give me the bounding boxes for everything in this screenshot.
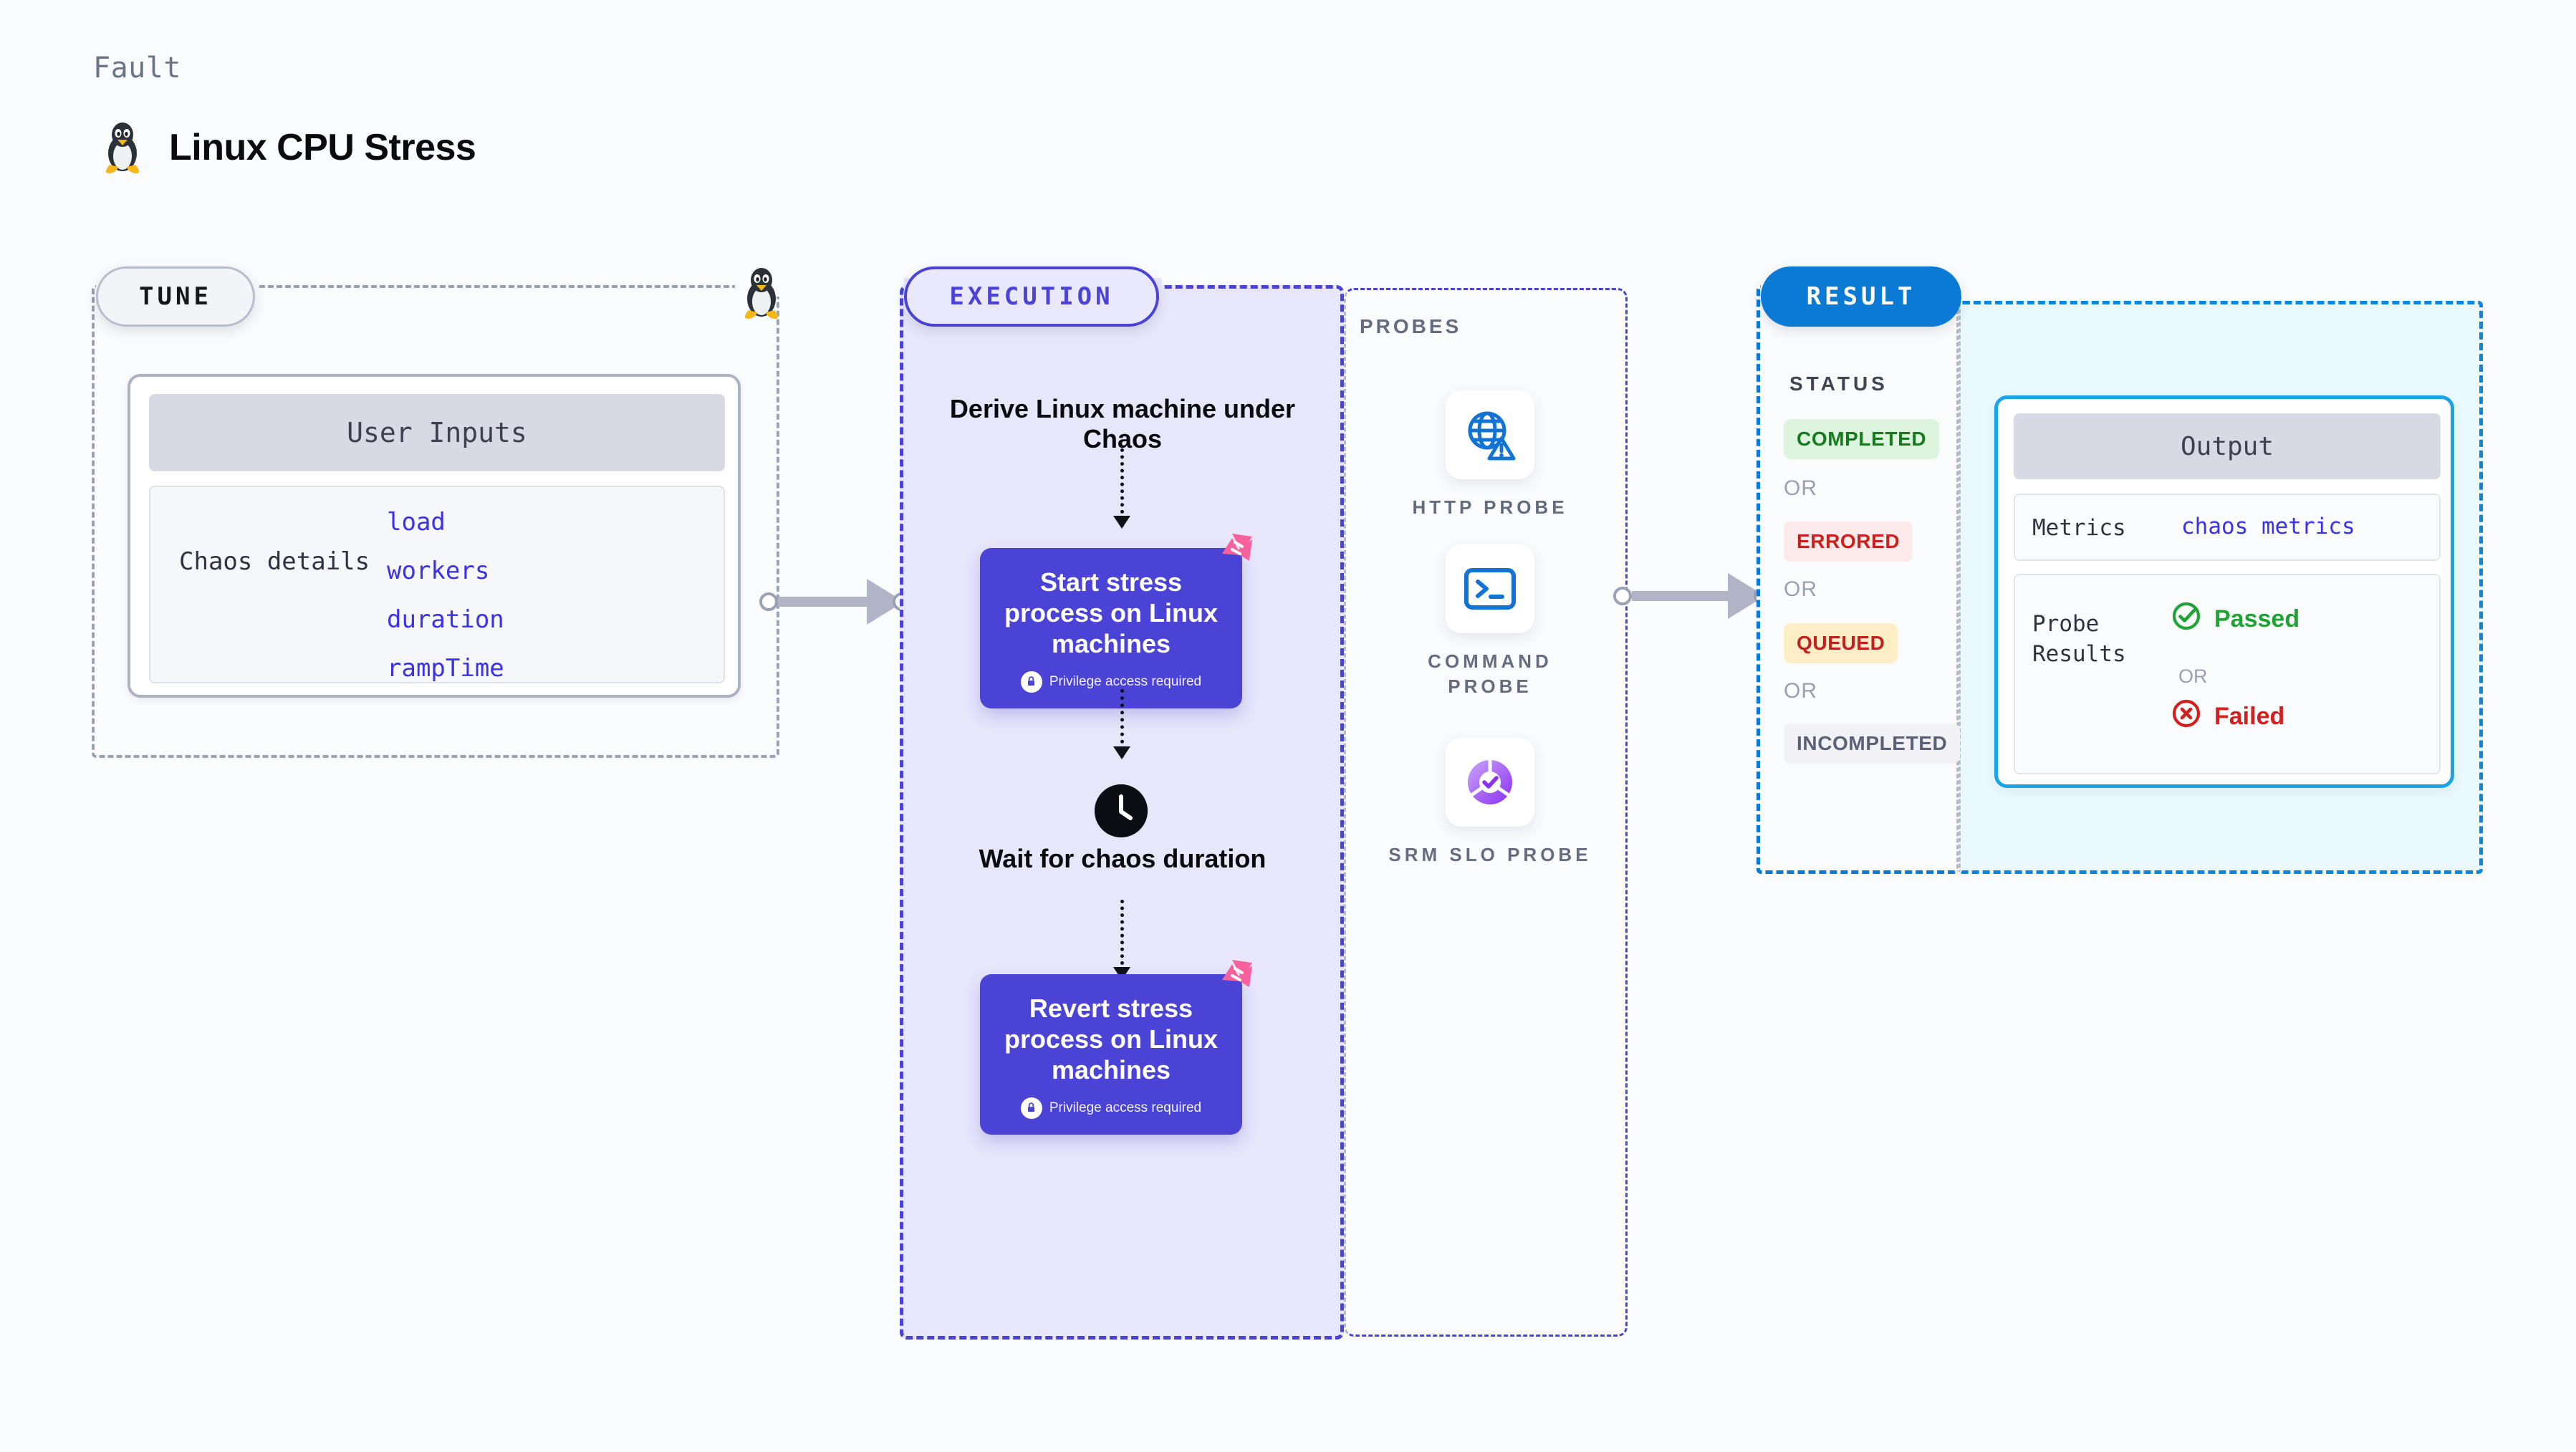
x-circle-icon: [2171, 698, 2201, 735]
execution-node-revert-stress[interactable]: Revert stress process on Linux machines …: [980, 960, 1252, 1135]
page-kicker: Fault: [93, 52, 181, 85]
harness-logo-icon: [1211, 958, 1255, 1004]
connector-start-dot: [1613, 587, 1632, 605]
execution-node-start-note-row: Privilege access required: [993, 670, 1229, 693]
user-inputs-card-header: User Inputs: [149, 394, 725, 471]
execution-node-start-note: Privilege access required: [1049, 673, 1202, 689]
user-inputs-card: User Inputs Chaos details load workers d…: [128, 374, 741, 698]
execution-node-revert-note: Privilege access required: [1049, 1100, 1202, 1115]
probes-title: PROBES: [1360, 315, 1462, 337]
status-or-3: OR: [1784, 679, 1817, 703]
status-title: STATUS: [1789, 372, 1888, 395]
execution-node-revert-note-row: Privilege access required: [993, 1097, 1229, 1119]
user-inputs-card-body: Chaos details load workers duration ramp…: [149, 486, 725, 683]
execution-arrow-2-icon: [1113, 689, 1130, 759]
tune-panel: [92, 285, 779, 758]
output-probe-passed-label: Passed: [2214, 605, 2300, 633]
output-probe-passed: Passed: [2171, 601, 2299, 638]
status-badge-completed: COMPLETED: [1784, 419, 1940, 459]
probe-srm-slo-label: SRM SLO PROBE: [1388, 844, 1592, 865]
chaos-details-param-list: load workers duration rampTime: [387, 510, 504, 705]
page-title: Linux CPU Stress: [169, 127, 476, 168]
output-metrics-value[interactable]: chaos metrics: [2181, 514, 2355, 539]
probe-http-label: HTTP PROBE: [1412, 496, 1568, 518]
param-load[interactable]: load: [387, 508, 446, 537]
output-probe-failed-label: Failed: [2214, 703, 2285, 730]
terminal-icon: [1446, 544, 1534, 633]
connector-line: [1632, 591, 1729, 601]
output-row-metrics: Metrics chaos metrics: [2014, 494, 2441, 561]
execution-arrow-1-icon: [1113, 448, 1130, 529]
execution-section-pill[interactable]: EXECUTION: [904, 266, 1159, 327]
param-duration[interactable]: duration: [387, 605, 504, 634]
page-title-row: Linux CPU Stress: [100, 120, 476, 175]
output-metrics-key: Metrics: [2032, 515, 2126, 541]
execution-arrow-3-icon: [1113, 900, 1130, 980]
slo-donut-check-icon: [1446, 738, 1534, 827]
output-probe-or: OR: [2178, 665, 2208, 687]
execution-node-start-stress[interactable]: Start stress process on Linux machines P…: [980, 534, 1252, 708]
status-badge-errored: ERRORED: [1784, 521, 1913, 562]
check-circle-icon: [2171, 601, 2201, 638]
param-ramptime[interactable]: rampTime: [387, 654, 504, 683]
probe-command-label: COMMAND PROBE: [1428, 650, 1552, 698]
execution-node-start-title: Start stress process on Linux machines: [1004, 567, 1219, 659]
status-or-1: OR: [1784, 476, 1817, 500]
execution-node-revert-title: Revert stress process on Linux machines: [1004, 994, 1219, 1085]
output-card-header: Output: [2014, 413, 2441, 479]
chaos-details-label: Chaos details: [179, 547, 370, 576]
clock-icon: [1095, 784, 1148, 837]
execution-step-wait-label: Wait for chaos duration: [979, 844, 1267, 873]
status-or-2: OR: [1784, 577, 1817, 601]
lock-icon: [1020, 1097, 1042, 1119]
output-probe-failed: Failed: [2171, 698, 2284, 735]
tune-section-pill[interactable]: TUNE: [96, 266, 255, 327]
connector-tune-to-execution: [759, 579, 911, 625]
linux-tux-icon: [100, 120, 145, 175]
execution-step-derive-label: Derive Linux machine under Chaos: [949, 394, 1296, 454]
param-workers[interactable]: workers: [387, 557, 490, 585]
status-badge-queued: QUEUED: [1784, 623, 1898, 663]
probe-command[interactable]: COMMAND PROBE: [1383, 544, 1597, 699]
probe-srm-slo[interactable]: SRM SLO PROBE: [1383, 738, 1597, 867]
probe-http[interactable]: HTTP PROBE: [1383, 390, 1597, 520]
lock-icon: [1020, 670, 1042, 693]
connector-start-dot: [759, 592, 778, 611]
connector-line: [778, 597, 868, 607]
globe-warning-icon: [1446, 390, 1534, 479]
status-badge-incompleted: INCOMPLETED: [1784, 723, 1961, 764]
harness-logo-icon: [1211, 532, 1255, 577]
connector-execution-to-result: [1613, 573, 1772, 619]
result-section-pill[interactable]: RESULT: [1761, 266, 1961, 327]
tune-corner-tux-icon: [735, 264, 791, 326]
result-status-panel: [1756, 285, 1959, 874]
